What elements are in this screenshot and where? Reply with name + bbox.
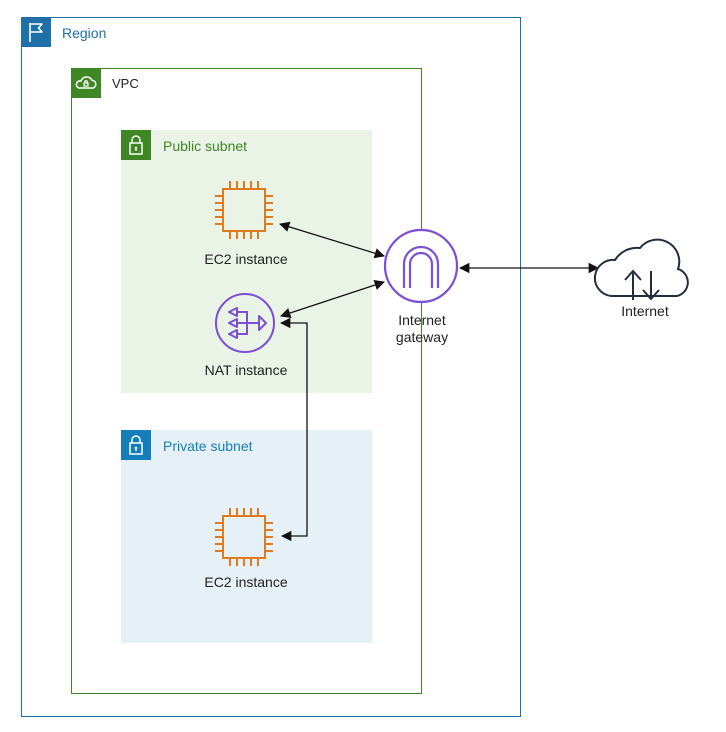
nat-instance-icon — [215, 293, 275, 353]
private-subnet-label: Private subnet — [163, 438, 253, 454]
edge-ec2-private-nat — [279, 317, 308, 542]
region-group — [21, 17, 521, 717]
ec2-public-label: EC2 instance — [204, 251, 288, 267]
region-label: Region — [62, 25, 107, 41]
connectors — [279, 221, 600, 542]
internet-gateway-icon — [383, 228, 459, 304]
ec2-private-chip-icon — [215, 508, 273, 566]
internet-gateway-label-line2: gateway — [395, 329, 449, 345]
public-subnet-lock-icon — [121, 130, 151, 160]
internet-cloud-icon — [593, 238, 689, 301]
internet-label: Internet — [621, 303, 669, 319]
ec2-public-chip-icon — [215, 181, 273, 239]
region-flag-icon — [21, 17, 51, 47]
internet-gateway-label-line1: Internet — [398, 312, 446, 328]
vpc-group — [71, 68, 422, 694]
nat-instance-label: NAT instance — [204, 362, 288, 378]
public-subnet-label: Public subnet — [163, 138, 248, 154]
public-subnet-group — [121, 130, 372, 393]
internet-gateway-label: Internet gateway — [372, 312, 472, 346]
private-subnet-lock-icon — [121, 430, 151, 460]
private-subnet-group — [121, 430, 372, 643]
edge-ec2-public-igw — [279, 221, 385, 259]
vpc-label: VPC — [112, 76, 139, 91]
ec2-private-label: EC2 instance — [204, 574, 288, 590]
edge-nat-igw — [280, 279, 385, 319]
vpc-cloud-icon — [71, 68, 101, 98]
